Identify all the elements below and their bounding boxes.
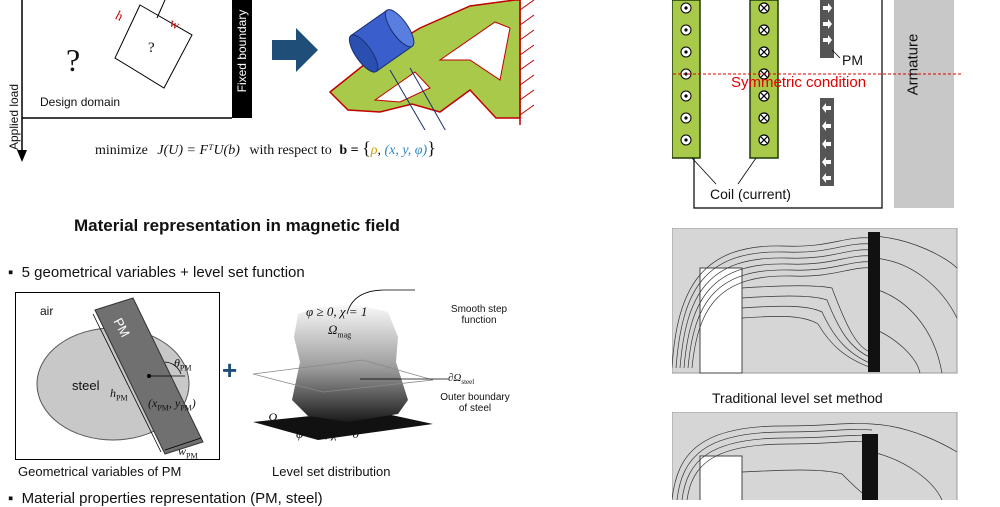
question-small: ? bbox=[148, 40, 155, 56]
bullet-1: ▪ 5 geometrical variables + level set fu… bbox=[8, 264, 305, 281]
h-pm-label: hPM bbox=[110, 386, 128, 403]
applied-load-label: Applied load bbox=[7, 83, 21, 151]
optimized-structure bbox=[328, 0, 535, 130]
fixed-boundary-bar bbox=[232, 0, 252, 118]
omega-mag-label: Ωmag bbox=[328, 322, 352, 340]
formula-rho: ρ bbox=[370, 143, 378, 158]
bullet-1-text: 5 geometrical variables + level set func… bbox=[21, 264, 305, 281]
transform-arrow-icon bbox=[272, 28, 318, 72]
section-heading: Material representation in magnetic fiel… bbox=[74, 216, 400, 235]
boundary-pointer bbox=[360, 378, 448, 380]
formula-mid: with respect to bbox=[249, 143, 332, 158]
pm-strip-2 bbox=[862, 434, 878, 500]
center-dot bbox=[147, 374, 151, 378]
pm-diagram-caption: Geometrical variables of PM bbox=[18, 464, 182, 479]
zero-plane bbox=[252, 359, 434, 393]
pm-cylinder bbox=[348, 9, 415, 73]
pm-arrow-stack bbox=[820, 0, 834, 186]
steel-cutout-2 bbox=[699, 455, 743, 500]
formula-main: J(U) = FᵀU(b) bbox=[157, 143, 240, 158]
coil-label: Coil (current) bbox=[710, 186, 791, 202]
coil-pointer-left bbox=[691, 157, 717, 185]
top-condition: φ ≥ 0, χ = 1 bbox=[306, 304, 368, 319]
pm-right-label: PM bbox=[842, 52, 863, 68]
smooth-step-bracket bbox=[346, 289, 415, 315]
pm-strip-1 bbox=[868, 232, 880, 372]
h-dimension bbox=[92, 313, 162, 453]
actuator-model bbox=[672, 0, 962, 209]
question-big: ? bbox=[66, 42, 81, 78]
traditional-caption: Traditional level set method bbox=[712, 390, 883, 406]
w-pm-label: wPM bbox=[178, 444, 198, 461]
pm-geometry-diagram bbox=[15, 292, 220, 460]
armature-block bbox=[894, 0, 954, 208]
w-dimension bbox=[164, 437, 202, 451]
bullet-2-text: Material properties representation (PM, … bbox=[21, 490, 323, 507]
formula-xyphi: (x, y, φ) bbox=[384, 143, 428, 158]
formula-prefix: minimize bbox=[95, 143, 148, 158]
fixed-boundary-label: Fixed boundary bbox=[235, 9, 249, 93]
coil-left-dots bbox=[680, 2, 692, 146]
flux-plot-proposed bbox=[672, 412, 958, 500]
coil-pointer-right bbox=[737, 157, 757, 185]
bullet-2: ▪ Material properties representation (PM… bbox=[8, 490, 323, 507]
xy-pm-label: (xPM, yPM) bbox=[148, 396, 196, 413]
coil-right-crosses bbox=[758, 2, 770, 146]
flux-plot-traditional bbox=[672, 228, 958, 374]
flux-lines-2 bbox=[672, 423, 958, 500]
levelset-caption: Level set distribution bbox=[272, 464, 391, 479]
bottom-condition: φ < 0, χ = 0 bbox=[296, 426, 359, 441]
levelset-surface bbox=[252, 304, 434, 440]
green-body bbox=[328, 0, 521, 119]
frame bbox=[693, 0, 883, 209]
theta-label: θPM bbox=[174, 356, 192, 373]
pointer-to-rho bbox=[389, 69, 426, 130]
boundary-label: ∂Ωsteel bbox=[448, 372, 475, 387]
candidate-pointer bbox=[156, 0, 166, 19]
design-domain-label: Design domain bbox=[40, 95, 121, 109]
plus-sign: + bbox=[222, 355, 238, 385]
theta-arc bbox=[164, 361, 182, 375]
levelset-plateau bbox=[292, 304, 408, 422]
levelset-base bbox=[253, 410, 433, 440]
hole-1 bbox=[438, 21, 511, 81]
objective-formula: minimize J(U) = FᵀU(b) with respect to b… bbox=[95, 138, 436, 158]
steel-label: steel bbox=[72, 378, 100, 393]
load-arrowhead bbox=[17, 150, 27, 162]
wall-hatch bbox=[519, 0, 535, 116]
symmetric-condition-label: Symmetric condition bbox=[731, 74, 867, 91]
formula-b: b = bbox=[339, 143, 359, 158]
air-label: air bbox=[40, 304, 54, 318]
omega-air-label: Ωair bbox=[268, 410, 286, 428]
design-domain-sketch bbox=[17, 0, 252, 162]
pointer-to-xyphi bbox=[409, 67, 446, 130]
armature-label: Armature bbox=[904, 33, 922, 96]
flux-lines-1 bbox=[672, 235, 958, 374]
candidate-box bbox=[114, 4, 193, 89]
pm-pointer bbox=[831, 49, 841, 59]
